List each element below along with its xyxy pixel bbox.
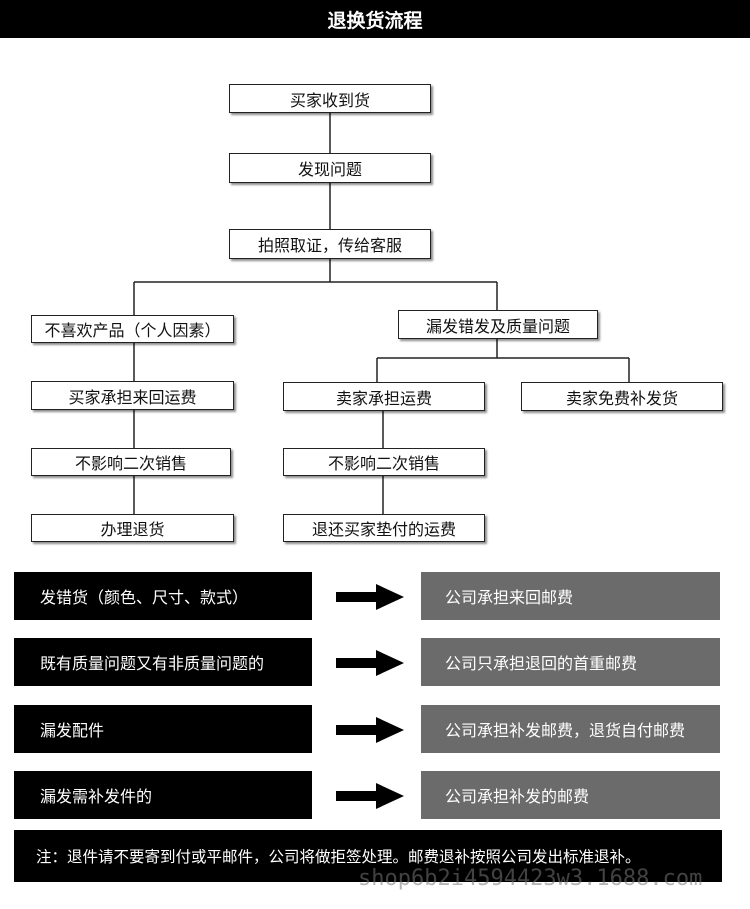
no-resale-impact-box: 不影响二次销售 bbox=[31, 448, 231, 476]
flow-connectors bbox=[133, 112, 630, 514]
photo-evidence-box: 拍照取证，传给客服 bbox=[229, 229, 431, 259]
buyer-received-box: 买家收到货 bbox=[229, 84, 431, 113]
buyer-pays-shipping-box: 买家承担来回运费 bbox=[31, 381, 234, 410]
policy-case: 漏发配件 bbox=[14, 705, 312, 753]
arrow-right-icon bbox=[336, 783, 404, 809]
watermark: shop6b2i4594423w3.1688.com bbox=[358, 866, 703, 891]
quality-issue-box: 漏发错发及质量问题 bbox=[398, 310, 598, 339]
found-problem-box: 发现问题 bbox=[229, 153, 431, 183]
policy-result: 公司承担补发的邮费 bbox=[421, 771, 720, 819]
policy-case: 既有质量问题又有非质量问题的 bbox=[14, 638, 312, 686]
return-note: 注：退件请不要寄到付或平邮件，公司将做拒签处理。邮费退补按照公司发出标准退补。 bbox=[14, 830, 722, 882]
policy-result: 公司承担来回邮费 bbox=[421, 572, 720, 620]
policy-case: 漏发需补发件的 bbox=[14, 771, 312, 819]
policy-result: 公司承担补发邮费，退货自付邮费 bbox=[421, 705, 720, 753]
policy-result: 公司只承担退回的首重邮费 bbox=[421, 638, 720, 686]
refund-shipping-box: 退还买家垫付的运费 bbox=[283, 514, 485, 542]
page-title: 退换货流程 bbox=[0, 0, 750, 38]
policy-case: 发错货（颜色、尺寸、款式） bbox=[14, 572, 312, 620]
seller-free-reship-box: 卖家免费补发货 bbox=[521, 382, 723, 411]
seller-pays-shipping-box: 卖家承担运费 bbox=[283, 382, 485, 411]
personal-reason-box: 不喜欢产品（个人因素） bbox=[31, 315, 234, 343]
arrow-right-icon bbox=[336, 584, 404, 610]
no-resale-impact-box-right: 不影响二次销售 bbox=[283, 448, 485, 476]
arrow-right-icon bbox=[336, 650, 404, 676]
process-return-box: 办理退货 bbox=[31, 514, 234, 542]
arrow-right-icon bbox=[336, 717, 404, 743]
